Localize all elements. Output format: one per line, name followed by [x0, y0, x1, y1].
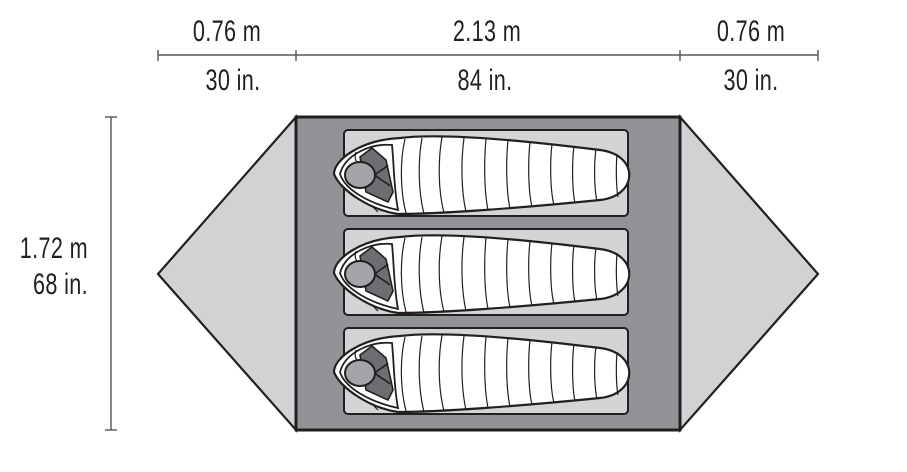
width-dimension-line	[105, 116, 117, 431]
left-vestibule-metric-label: 0.76 m	[192, 15, 262, 48]
length-dimension-line	[157, 50, 819, 61]
floor-width-metric-label: 1.72 m	[19, 232, 89, 265]
right-vestibule-metric-label: 0.76 m	[716, 15, 786, 48]
right-vestibule-imperial-label: 30 in.	[723, 64, 779, 97]
sleeping-bag-1	[332, 128, 631, 218]
floor-length-imperial-label: 84 in.	[457, 64, 513, 97]
sleeping-bag-3	[332, 326, 631, 416]
right-vestibule	[678, 114, 820, 433]
left-vestibule	[156, 114, 298, 433]
left-vestibule-imperial-label: 30 in.	[205, 64, 261, 97]
floor-length-metric-label: 2.13 m	[452, 15, 522, 48]
sleeping-bag-2	[332, 227, 631, 317]
floor-width-imperial-label: 68 in.	[32, 268, 88, 301]
